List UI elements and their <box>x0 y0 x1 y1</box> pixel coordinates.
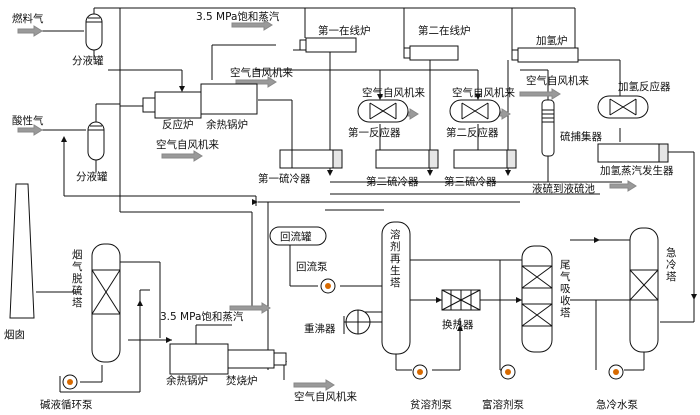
separator-top <box>85 13 103 51</box>
label-hydro-reactor: 加氢反应器 <box>618 80 671 93</box>
label-flue-tower: 烟气脱硫塔 <box>72 248 83 309</box>
piping <box>36 7 695 393</box>
label-heat-exchanger: 换热器 <box>442 318 474 331</box>
heat-exchanger <box>441 289 481 311</box>
third-sulfur-cooler <box>453 149 517 169</box>
label-separator-top: 分液罐 <box>72 54 104 67</box>
vertical-labels: 溶剂再生塔 尾气吸收塔 急冷塔 烟气脱硫塔 <box>72 228 677 319</box>
sulfur-catcher <box>541 99 555 157</box>
label-chimney: 烟囱 <box>4 328 25 341</box>
waste-heat-boiler-bottom <box>169 343 229 375</box>
label-air-r1: 空气自风机来 <box>362 86 425 99</box>
flow-arrows <box>17 19 637 391</box>
flue-gas-desulfurization-tower <box>91 243 121 363</box>
reflux-pump <box>320 278 336 294</box>
label-reactor1: 第一反应器 <box>348 126 401 139</box>
label-air-r3: 空气自风机来 <box>526 74 589 87</box>
label-air-bottom: 空气自风机来 <box>294 390 357 403</box>
rich-solvent-pump <box>500 364 516 380</box>
first-reactor <box>357 99 409 123</box>
incinerator <box>227 349 287 369</box>
label-quench-pump: 急冷水泵 <box>596 398 638 411</box>
label-second-inline: 第二在线炉 <box>418 24 471 37</box>
tail-gas-absorber <box>521 245 553 353</box>
label-reactor2: 第二反应器 <box>446 126 499 139</box>
second-reactor <box>449 99 501 123</box>
label-alkali-pump: 碱液循环泵 <box>40 398 93 411</box>
label-steam-bottom: 3.5 MPa饱和蒸汽 <box>160 310 244 323</box>
separator-bottom <box>87 121 105 161</box>
label-reboiler: 重沸器 <box>304 322 336 335</box>
labels: 燃料气 分液罐 酸性气 分液罐 3.5 MPa饱和蒸汽 空气自风机来 反应炉 余… <box>4 10 674 411</box>
label-steam-gen: 加氢蒸汽发生器 <box>600 164 674 177</box>
label-regen-tower: 溶剂再生塔 <box>390 228 401 289</box>
label-lean-pump: 贫溶剂泵 <box>410 398 452 411</box>
label-air-top: 空气自风机来 <box>230 66 293 79</box>
second-inline-furnace <box>403 45 459 61</box>
quench-tower <box>629 227 659 353</box>
label-incinerator: 焚烧炉 <box>226 374 258 387</box>
reflux-tank <box>269 226 327 246</box>
label-steam-top: 3.5 MPa饱和蒸汽 <box>196 10 280 23</box>
label-reflux-pump: 回流泵 <box>296 260 328 273</box>
label-second-cooler: 第二硫冷器 <box>366 175 419 188</box>
chimney <box>9 183 35 319</box>
label-third-cooler: 第三硫冷器 <box>444 175 497 188</box>
hydrogenation-furnace <box>511 47 579 63</box>
label-sulfur-catcher: 硫捕集器 <box>560 130 602 143</box>
first-sulfur-cooler <box>279 149 343 169</box>
first-inline-furnace <box>299 37 357 53</box>
label-reactor-furnace: 反应炉 <box>162 118 194 131</box>
quench-water-pump <box>608 364 624 380</box>
label-waste-boiler-bottom: 余热锅炉 <box>166 374 208 387</box>
reboiler <box>343 309 371 335</box>
second-sulfur-cooler <box>375 149 439 169</box>
label-reflux-tank: 回流罐 <box>280 230 312 243</box>
hydrogenation-reactor <box>597 95 649 119</box>
label-hydro-furnace: 加氢炉 <box>536 34 568 47</box>
label-liquid-sulfur: 液硫到液硫池 <box>532 182 595 195</box>
lean-solvent-pump <box>412 364 428 380</box>
label-air-left: 空气自风机来 <box>156 138 219 151</box>
alkali-circulation-pump <box>62 374 78 390</box>
label-first-cooler: 第一硫冷器 <box>258 172 311 185</box>
reactor-furnace <box>142 91 202 119</box>
waste-heat-boiler-top <box>200 83 258 115</box>
label-separator-bottom: 分液罐 <box>76 170 108 183</box>
label-acid-gas: 酸性气 <box>12 114 44 127</box>
label-rich-pump: 富溶剂泵 <box>482 398 524 411</box>
label-air-r2: 空气自风机来 <box>452 86 515 99</box>
solvent-regen-tower <box>381 221 411 355</box>
label-fuel-gas: 燃料气 <box>12 12 44 25</box>
label-tail-absorber: 尾气吸收塔 <box>560 259 571 319</box>
label-waste-boiler-top: 余热锅炉 <box>206 118 248 131</box>
hydrogenation-steam-generator <box>597 143 669 163</box>
label-first-inline: 第一在线炉 <box>318 24 371 37</box>
label-quench-tower: 急冷塔 <box>666 246 677 283</box>
